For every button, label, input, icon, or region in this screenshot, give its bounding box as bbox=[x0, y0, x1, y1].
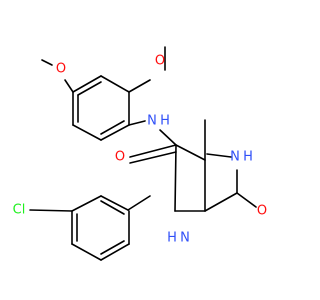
aryl-a-bond bbox=[72, 75, 102, 93]
methoxy-top-bond bbox=[128, 79, 151, 93]
aryl-b-bond bbox=[100, 243, 130, 261]
aryl-a-bond bbox=[72, 124, 102, 141]
aryl-b-inner-bond bbox=[100, 240, 125, 255]
n-carbonyl-bond bbox=[159, 129, 177, 146]
c-cl-bond bbox=[29, 209, 73, 212]
methoxy-left-methyl-bond bbox=[41, 59, 53, 66]
atom-label-layer: O O N H O N H N H O Cl bbox=[13, 54, 267, 246]
atom-h-amide: H bbox=[160, 114, 170, 129]
atom-n-amide: N bbox=[147, 114, 157, 129]
atom-h-ring-bottom: H bbox=[167, 231, 177, 246]
aryl-n-bond bbox=[128, 120, 146, 126]
atom-h-ring-top: H bbox=[243, 150, 253, 165]
atom-o-methoxy-top: O bbox=[155, 54, 165, 69]
atom-n-ring-top: N bbox=[230, 150, 240, 165]
aryl-b-bond bbox=[71, 243, 102, 261]
atom-n-ring-bottom: N bbox=[180, 231, 190, 246]
atom-cl: Cl bbox=[13, 203, 26, 218]
ring-bond bbox=[206, 153, 232, 158]
aryl-a-inner-bond bbox=[77, 81, 102, 96]
bond-layer bbox=[29, 46, 257, 261]
aryl-a-bond bbox=[100, 124, 130, 141]
aryl-b-bond bbox=[71, 195, 102, 212]
ring-aryl-bond bbox=[127, 195, 151, 211]
atom-o-amide: O bbox=[115, 150, 125, 165]
aryl-b-inner-bond bbox=[100, 200, 125, 215]
aryl-a-bond bbox=[100, 75, 130, 93]
urea-carbonyl-bond bbox=[236, 192, 257, 208]
molecule-structure: O O N H O N H N H O Cl bbox=[0, 0, 300, 300]
atom-o-methoxy-left: O bbox=[56, 62, 66, 77]
ring-bond bbox=[175, 144, 206, 161]
aryl-a-inner-bond bbox=[100, 120, 125, 135]
methoxy-left-bond bbox=[64, 79, 74, 93]
aryl-b-bond bbox=[100, 195, 129, 211]
ring-bond bbox=[204, 192, 238, 212]
ring-bond bbox=[174, 144, 177, 212]
atom-o-urea: O bbox=[257, 204, 267, 219]
carbonyl-double-bond bbox=[129, 151, 177, 164]
canvas-background bbox=[0, 0, 300, 300]
carbonyl-bond bbox=[129, 144, 177, 158]
